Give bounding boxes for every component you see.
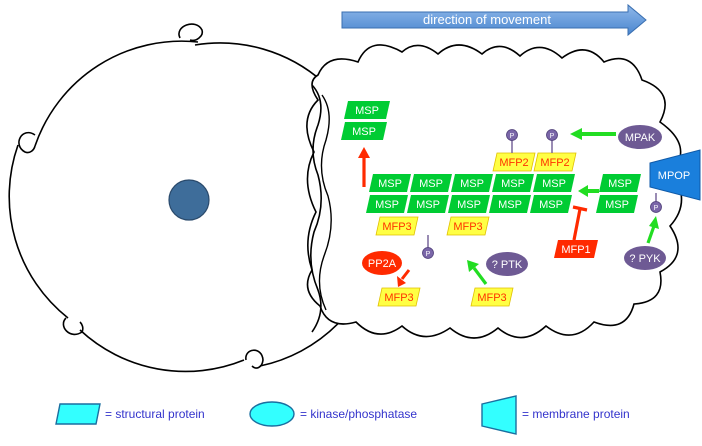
mfp3-box: MFP3 (377, 287, 421, 307)
label-text: P (654, 205, 659, 212)
msp-box: MSP (448, 195, 490, 213)
label-text: MSP (375, 199, 399, 211)
label-text: MSP (498, 199, 522, 211)
msp-box: MSP (451, 174, 493, 192)
msp-box: MSP (533, 174, 575, 192)
label-text: PP2A (368, 258, 397, 270)
label-text: P (550, 133, 555, 140)
mfp-proteins: MFP2 MFP2 MFP3 MFP3 MFP3 MFP3 MFP1 (375, 152, 598, 307)
phosphate-icon: P (422, 247, 434, 259)
label-text: MSP (355, 105, 379, 117)
mpop-label: MPOP (658, 170, 690, 182)
msp-box: MSP (492, 174, 534, 192)
down-arrow-icon (397, 269, 411, 287)
pyk-kinase: ? PYK (624, 246, 666, 270)
label-text: MFP3 (453, 221, 482, 233)
up-arrow-icon (646, 216, 659, 244)
msp-box: MSP (489, 195, 531, 213)
label-text: MSP (608, 178, 632, 190)
direction-arrow: direction of movement (341, 3, 647, 37)
up-arrow-icon (358, 147, 370, 187)
mfp2-box: MFP2 (492, 152, 536, 172)
legend-kinase: = kinase/phosphatase (249, 401, 417, 427)
label-text: MSP (378, 178, 402, 190)
direction-label: direction of movement (423, 12, 551, 27)
label-text: MFP3 (382, 221, 411, 233)
mfp3-box: MFP3 (470, 287, 514, 307)
label-text: MFP3 (477, 292, 506, 304)
legend: = structural protein = kinase/phosphatas… (55, 395, 630, 435)
label-text: MSP (542, 178, 566, 190)
red-arrows (358, 147, 588, 287)
phosphate-icon: P (506, 129, 518, 141)
label-text: MSP (605, 199, 629, 211)
phosphate-icon: P (546, 129, 558, 141)
membrane-junction (310, 84, 332, 333)
label-text: P (426, 251, 431, 258)
msp-box: MSP (344, 101, 390, 119)
label-text: MFP1 (561, 244, 590, 256)
msp-box: MSP (366, 195, 408, 213)
legend-structural: = structural protein (55, 403, 205, 425)
legend-membrane: = membrane protein (481, 395, 630, 435)
label-text: MFP2 (540, 157, 569, 169)
label-text: MSP (501, 178, 525, 190)
kinases: MPAK PP2A ? PTK ? PYK (362, 125, 666, 276)
label-text: MSP (416, 199, 440, 211)
msp-box: MSP (530, 195, 572, 213)
label-text: MPAK (625, 132, 656, 144)
label-text: MSP (457, 199, 481, 211)
label-text: = membrane protein (522, 407, 630, 421)
nucleus (168, 179, 210, 221)
left-arrow-icon (570, 128, 616, 140)
label-text: P (510, 133, 515, 140)
mfp3-box: MFP3 (446, 216, 490, 236)
mpop-membrane-protein: MPOP (649, 149, 701, 201)
msp-box: MSP (341, 122, 387, 140)
label-text: MSP (419, 178, 443, 190)
label-text: MSP (460, 178, 484, 190)
label-text: MSP (352, 126, 376, 138)
label-text: = kinase/phosphatase (300, 407, 417, 421)
mpak-kinase: MPAK (618, 125, 662, 149)
msp-box: MSP (410, 174, 452, 192)
msp-box: MSP (407, 195, 449, 213)
label-text: ? PTK (492, 259, 523, 271)
msp-box: MSP (369, 174, 411, 192)
pp2a-phosphatase: PP2A (362, 251, 402, 275)
mfp3-box: MFP3 (375, 216, 419, 236)
green-arrows (467, 128, 659, 285)
mfp1-box: MFP1 (554, 240, 598, 258)
inhibition-icon (572, 205, 588, 241)
phosphates: P P P P (422, 129, 662, 259)
left-arrow-icon (578, 185, 599, 197)
label-text: ? PYK (629, 253, 661, 265)
ptk-kinase: ? PTK (486, 252, 528, 276)
label-text: MSP (539, 199, 563, 211)
label-text: MFP2 (499, 157, 528, 169)
up-arrow-icon (467, 260, 488, 285)
phosphate-icon: P (650, 201, 662, 213)
msp-box: MSP (599, 174, 641, 192)
msp-box: MSP (596, 195, 638, 213)
msp-fibers: MSP MSP MSP MSP MSP MSP MSP MSP MSP MSP … (341, 101, 641, 213)
label-text: MFP3 (384, 292, 413, 304)
mfp2-box: MFP2 (533, 152, 577, 172)
label-text: = structural protein (105, 407, 205, 421)
